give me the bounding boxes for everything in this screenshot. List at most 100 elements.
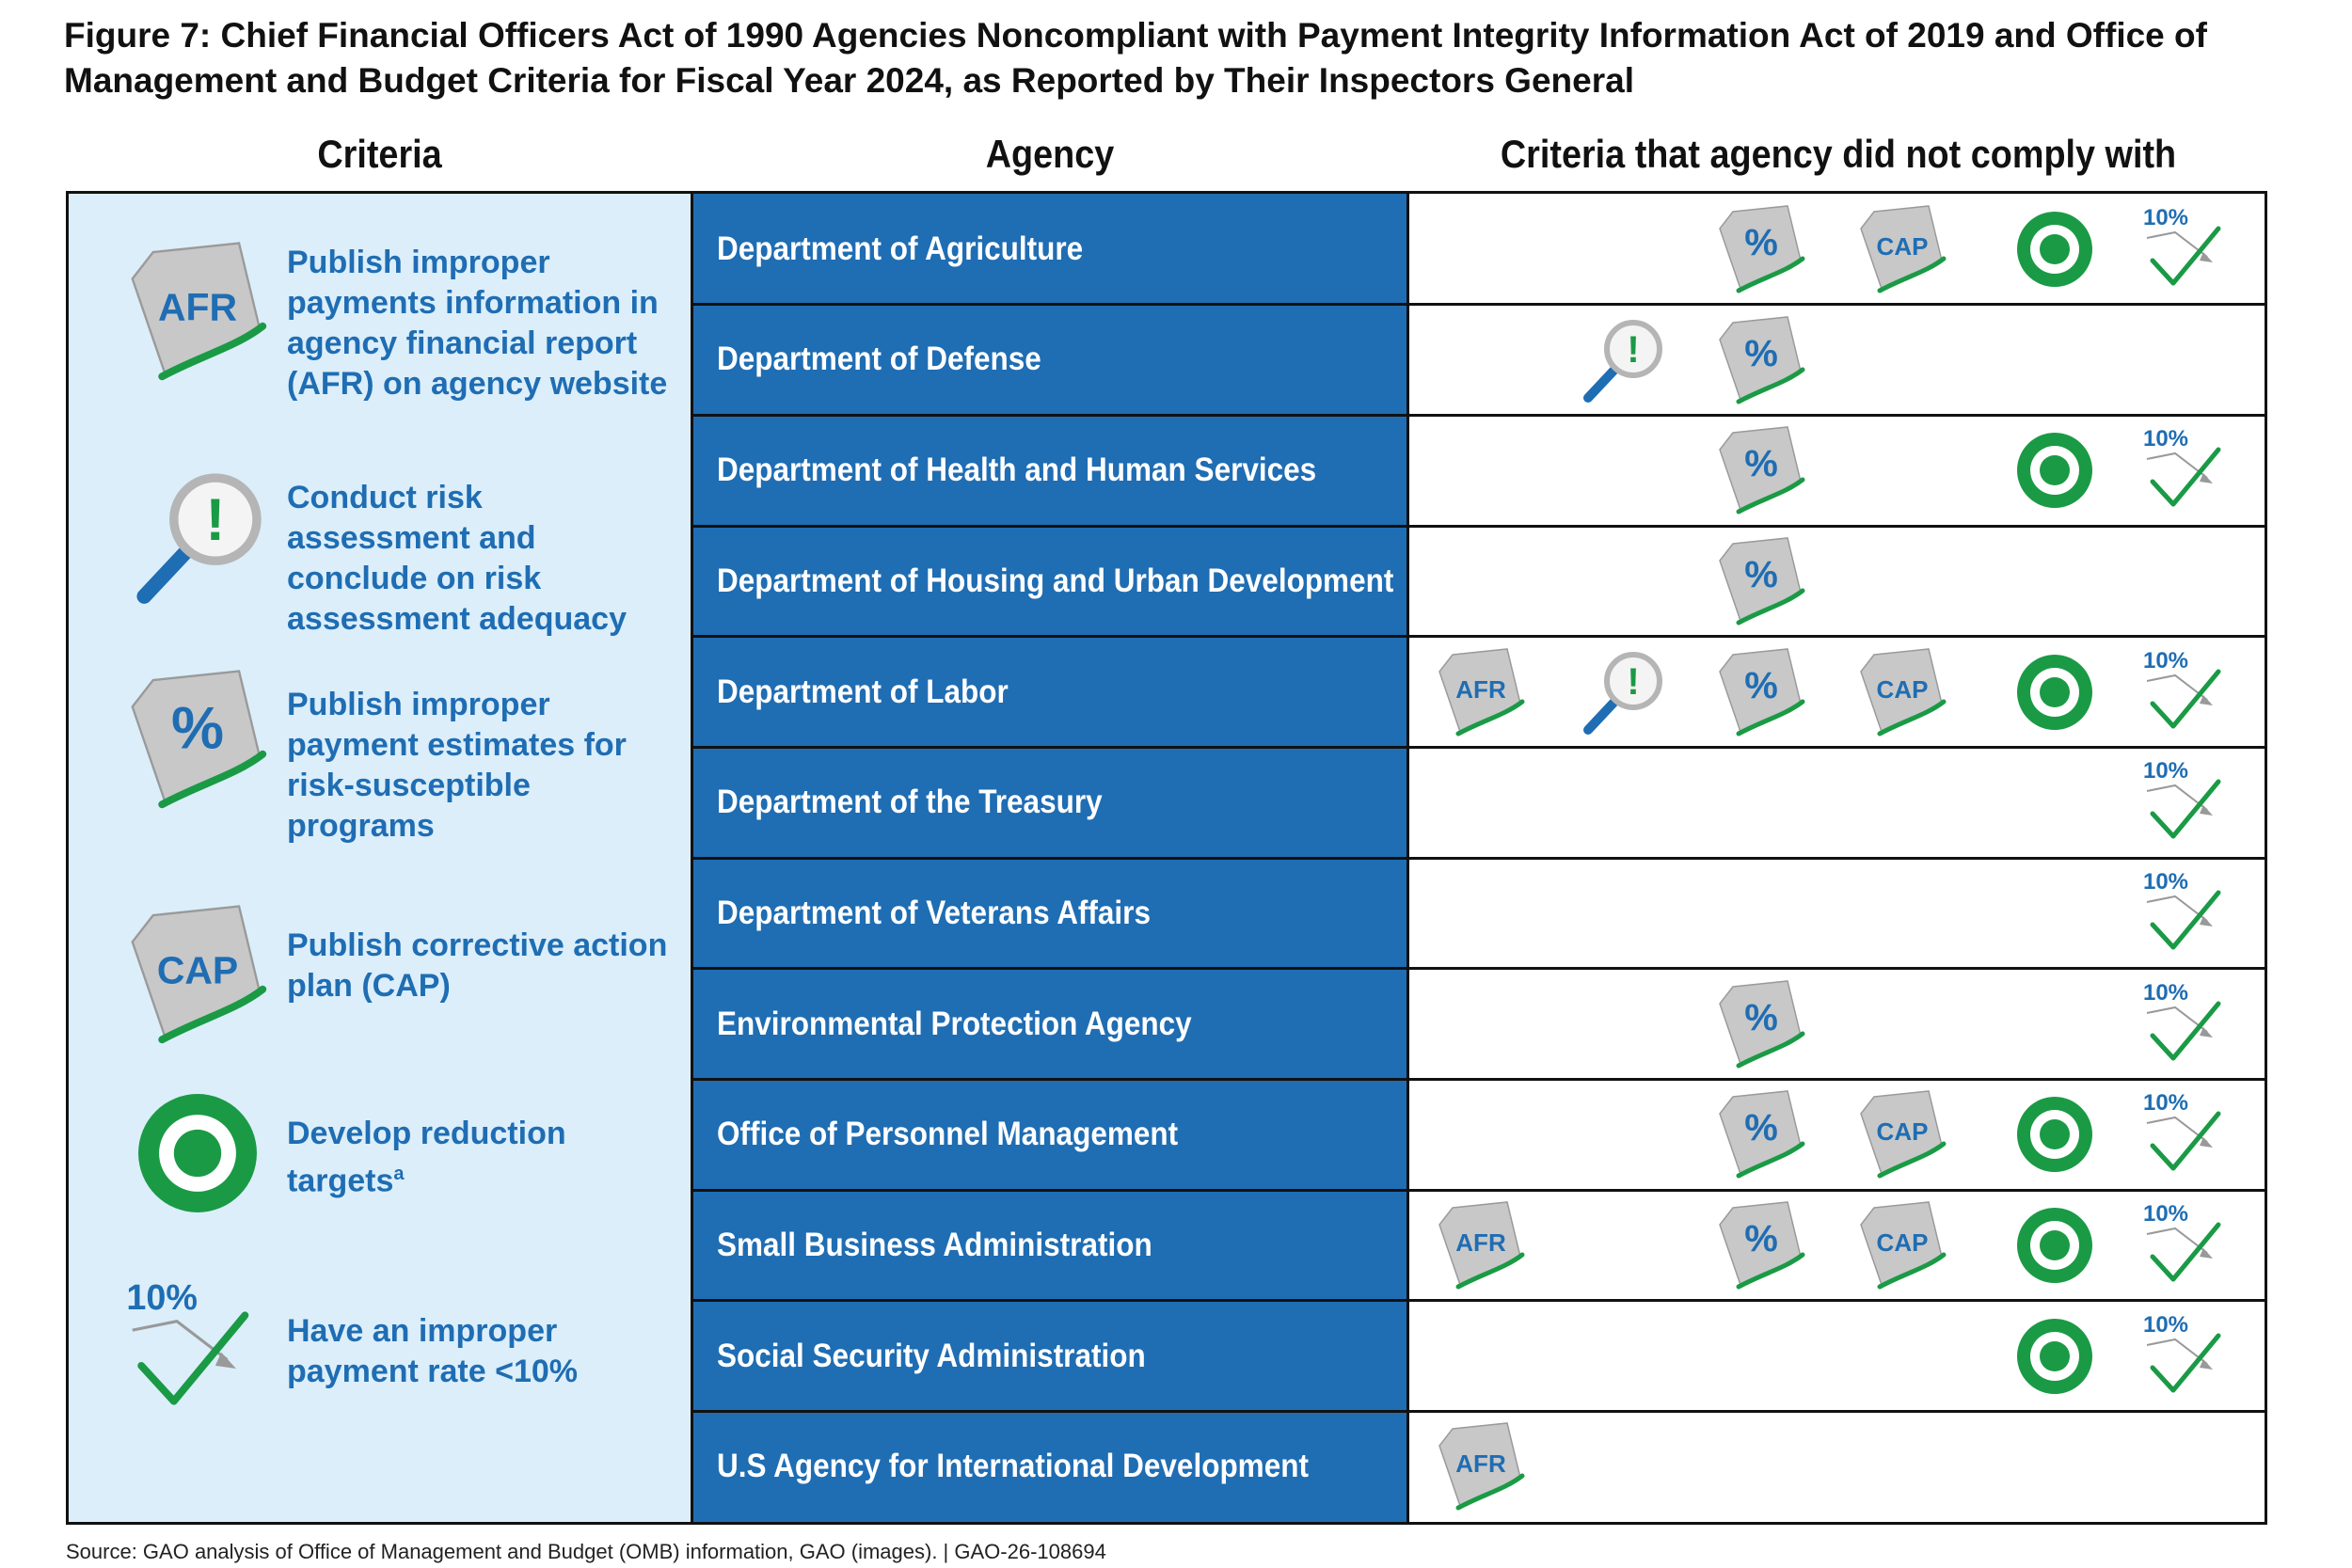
criteria-label: Publish improper payment estimates for r…: [287, 687, 627, 844]
percent-document-icon-graphic: %: [131, 670, 267, 809]
magnifier-alert-icon-graphic: !: [1583, 319, 1662, 403]
rate-checkmark-icon: 10%: [2137, 755, 2239, 849]
afr-document-icon: AFR: [118, 231, 278, 391]
svg-text:CAP: CAP: [1877, 1117, 1929, 1146]
afr-document-icon-graphic: AFR: [1438, 647, 1525, 736]
target-icon-graphic: [2017, 654, 2092, 730]
svg-text:%: %: [171, 695, 224, 761]
agency-name: Department of Agriculture: [717, 230, 1084, 267]
rate-checkmark-icon-graphic: 10%: [2143, 980, 2221, 1061]
agency-name: Department of the Treasury: [717, 784, 1103, 821]
cap-document-icon-graphic: CAP: [1860, 1090, 1947, 1179]
percent-document-icon-graphic: %: [1719, 537, 1805, 626]
percent-document-icon: %: [1710, 534, 1812, 628]
rate-checkmark-icon-graphic: 10%: [2143, 1312, 2221, 1393]
agency-name: Office of Personnel Management: [717, 1116, 1179, 1153]
svg-text:AFR: AFR: [1455, 1449, 1506, 1478]
target-icon: [2004, 1198, 2106, 1292]
rate-checkmark-icon: 10%: [2137, 977, 2239, 1071]
agency-name: Environmental Protection Agency: [717, 1005, 1192, 1042]
row-divider: [691, 1299, 2267, 1303]
percent-document-icon: %: [118, 659, 278, 819]
agency-name: Social Security Administration: [717, 1337, 1146, 1374]
agency-name: Department of Health and Human Services: [717, 451, 1317, 489]
svg-text:%: %: [1744, 1107, 1778, 1148]
cap-document-icon: CAP: [1851, 202, 1953, 296]
svg-text:CAP: CAP: [1877, 675, 1929, 704]
percent-document-icon: %: [1710, 977, 1812, 1071]
figure-title: Figure 7: Chief Financial Officers Act o…: [64, 16, 2207, 100]
svg-text:%: %: [1744, 997, 1778, 1038]
percent-document-icon: %: [1710, 1198, 1812, 1292]
cap-document-icon: CAP: [1851, 1198, 1953, 1292]
target-icon: [2004, 1087, 2106, 1181]
cap-document-icon-graphic: CAP: [131, 905, 267, 1044]
agency-name: Department of Housing and Urban Developm…: [717, 562, 1394, 599]
rate-checkmark-icon-graphic: 10%: [2143, 1090, 2221, 1171]
target-icon-graphic: [2017, 212, 2092, 287]
percent-document-icon-graphic: %: [1719, 1201, 1805, 1290]
target-icon-graphic: [2017, 1318, 2092, 1394]
cap-document-icon: CAP: [1851, 1087, 1953, 1181]
row-divider: [691, 745, 2267, 749]
afr-document-icon-graphic: AFR: [1438, 1422, 1525, 1511]
rate-checkmark-icon-graphic: 10%: [2143, 869, 2221, 950]
rate-checkmark-icon-graphic: 10%: [2143, 205, 2221, 286]
rate-checkmark-icon-graphic: 10%: [2143, 426, 2221, 507]
target-icon-graphic: [2017, 433, 2092, 509]
percent-document-icon-graphic: %: [1719, 315, 1805, 404]
svg-text:AFR: AFR: [158, 285, 237, 328]
row-divider: [691, 303, 2267, 307]
afr-document-icon-graphic: AFR: [131, 242, 267, 381]
cap-document-icon-graphic: CAP: [1860, 205, 1947, 293]
percent-document-icon-graphic: %: [1719, 426, 1805, 515]
svg-text:10%: 10%: [2143, 426, 2188, 451]
afr-document-icon: AFR: [1430, 1419, 1532, 1513]
target-icon: [2004, 645, 2106, 739]
svg-text:10%: 10%: [126, 1278, 198, 1318]
row-divider: [691, 1077, 2267, 1081]
svg-text:10%: 10%: [2143, 648, 2188, 673]
svg-text:AFR: AFR: [1455, 675, 1506, 704]
svg-text:%: %: [1744, 554, 1778, 595]
criteria-legend-panel: AFR Publish improper payments information…: [69, 194, 691, 1522]
target-icon: [2004, 1309, 2106, 1403]
rate-checkmark-icon: 10%: [2137, 1309, 2239, 1403]
magnifier-alert-icon: !: [1571, 313, 1673, 407]
percent-document-icon-graphic: %: [1719, 205, 1805, 293]
rate-checkmark-icon-graphic: 10%: [2143, 758, 2221, 839]
percent-document-icon-graphic: %: [1719, 647, 1805, 736]
percent-document-icon: %: [1710, 313, 1812, 407]
table-frame: [66, 191, 2267, 1525]
percent-document-icon-graphic: %: [1719, 979, 1805, 1069]
criteria-label: Publish improper payments information in…: [287, 245, 668, 402]
row-divider: [691, 524, 2267, 528]
svg-text:%: %: [1744, 222, 1778, 263]
svg-text:10%: 10%: [2143, 869, 2188, 895]
rate-checkmark-icon: 10%: [2137, 423, 2239, 517]
percent-document-icon-graphic: %: [1719, 1090, 1805, 1179]
row-divider: [691, 967, 2267, 971]
agency-name: U.S Agency for International Development: [717, 1448, 1309, 1485]
magnifier-alert-icon: !: [118, 457, 278, 617]
svg-text:10%: 10%: [2143, 205, 2188, 230]
svg-text:CAP: CAP: [1877, 232, 1929, 261]
magnifier-alert-icon-graphic: !: [1583, 651, 1662, 735]
rate-checkmark-icon: 10%: [2137, 866, 2239, 960]
rate-checkmark-icon: 10%: [2137, 1087, 2239, 1181]
svg-text:10%: 10%: [2143, 1201, 2188, 1227]
agency-name: Department of Defense: [717, 341, 1041, 378]
afr-document-icon-graphic: AFR: [1438, 1201, 1525, 1290]
agency-column-header: Agency: [985, 132, 1115, 176]
target-icon-graphic: [2017, 1097, 2092, 1173]
afr-document-icon: AFR: [1430, 645, 1532, 739]
row-divider: [691, 1188, 2267, 1192]
svg-text:10%: 10%: [2143, 980, 2188, 1006]
afr-document-icon: AFR: [1430, 1198, 1532, 1292]
criteria-label: Conduct risk assessment and conclude on …: [287, 480, 627, 637]
rate-checkmark-icon-graphic: 10%: [126, 1278, 249, 1405]
svg-text:%: %: [1744, 665, 1778, 706]
criteria-column-header: Criteria: [317, 132, 442, 176]
cap-document-icon: CAP: [1851, 645, 1953, 739]
agency-name: Department of Veterans Affairs: [717, 894, 1151, 931]
